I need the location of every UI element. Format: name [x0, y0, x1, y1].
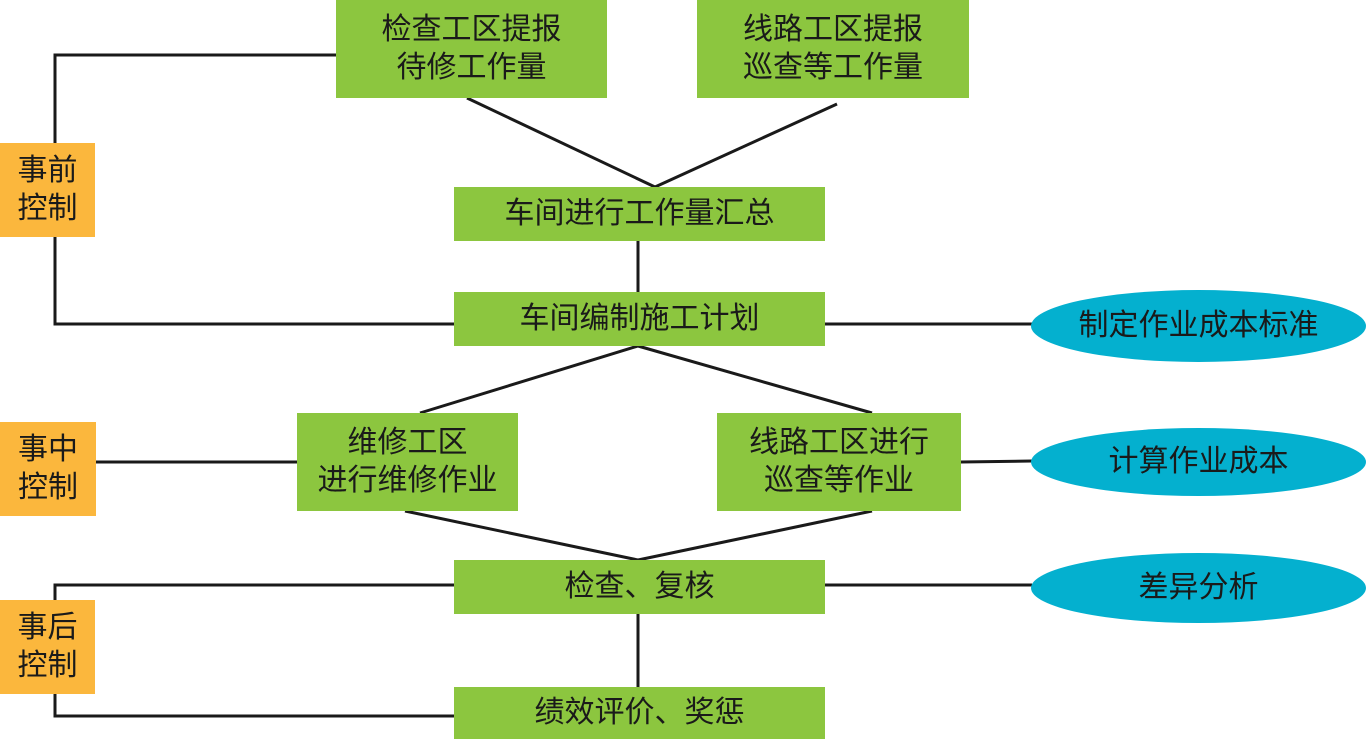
post-control-line2: 控制 — [17, 648, 78, 683]
post-control-line1: 事后 — [17, 609, 78, 645]
inspection-report-line2: 待修工作量 — [396, 50, 547, 85]
workshop-plan-box: 车间编制施工计划 — [454, 292, 825, 346]
connector-line-report-to-summary — [654, 102, 838, 189]
check-review-box: 检查、复核 — [454, 560, 825, 614]
connector-patrol-to-check — [637, 509, 873, 562]
connector-plan-to-maintenance — [419, 344, 639, 415]
variance-analysis-ellipse: 差异分析 — [1031, 553, 1366, 623]
line-patrol-line2: 巡查等作业 — [764, 463, 914, 498]
workshop-plan-label: 车间编制施工计划 — [519, 300, 760, 336]
line-patrol-line1: 线路工区进行 — [749, 424, 929, 460]
connector-inspection-to-summary — [466, 96, 656, 189]
pre-control-line2: 控制 — [17, 191, 78, 226]
cost-calculate-ellipse: 计算作业成本 — [1031, 428, 1366, 496]
line-report-line2: 巡查等工作量 — [743, 50, 923, 85]
post-control-box: 事后 控制 — [0, 600, 95, 694]
connector-patrol-to-calc — [960, 459, 1033, 464]
inspection-report-line1: 检查工区提报 — [381, 11, 562, 47]
variance-analysis-label: 差异分析 — [1138, 569, 1259, 605]
check-review-label: 检查、复核 — [564, 568, 715, 604]
cost-standard-label: 制定作业成本标准 — [1078, 307, 1319, 343]
connector-plan-to-patrol — [637, 344, 873, 415]
inspection-report-box: 检查工区提报 待修工作量 — [336, 0, 607, 98]
workshop-summary-label: 车间进行工作量汇总 — [504, 195, 775, 231]
cost-calculate-label: 计算作业成本 — [1108, 443, 1289, 479]
mid-control-line1: 事中 — [18, 431, 78, 467]
workshop-summary-box: 车间进行工作量汇总 — [454, 187, 825, 241]
mid-control-box: 事中 控制 — [0, 422, 96, 516]
performance-eval-box: 绩效评价、奖惩 — [454, 687, 825, 739]
pre-control-box: 事前 控制 — [0, 143, 95, 237]
performance-eval-label: 绩效评价、奖惩 — [534, 694, 745, 730]
connector-maintenance-to-check — [404, 509, 639, 562]
post-control-bracket — [53, 583, 455, 718]
maintenance-work-line2: 进行维修作业 — [317, 463, 498, 498]
maintenance-work-line1: 维修工区 — [347, 424, 468, 460]
pre-control-line1: 事前 — [17, 152, 78, 188]
line-patrol-box: 线路工区进行 巡查等作业 — [717, 413, 961, 511]
mid-control-line2: 控制 — [18, 470, 78, 505]
maintenance-work-box: 维修工区 进行维修作业 — [297, 413, 518, 511]
line-report-box: 线路工区提报 巡查等工作量 — [697, 0, 969, 98]
line-report-line1: 线路工区提报 — [743, 11, 923, 47]
cost-standard-ellipse: 制定作业成本标准 — [1031, 290, 1366, 362]
